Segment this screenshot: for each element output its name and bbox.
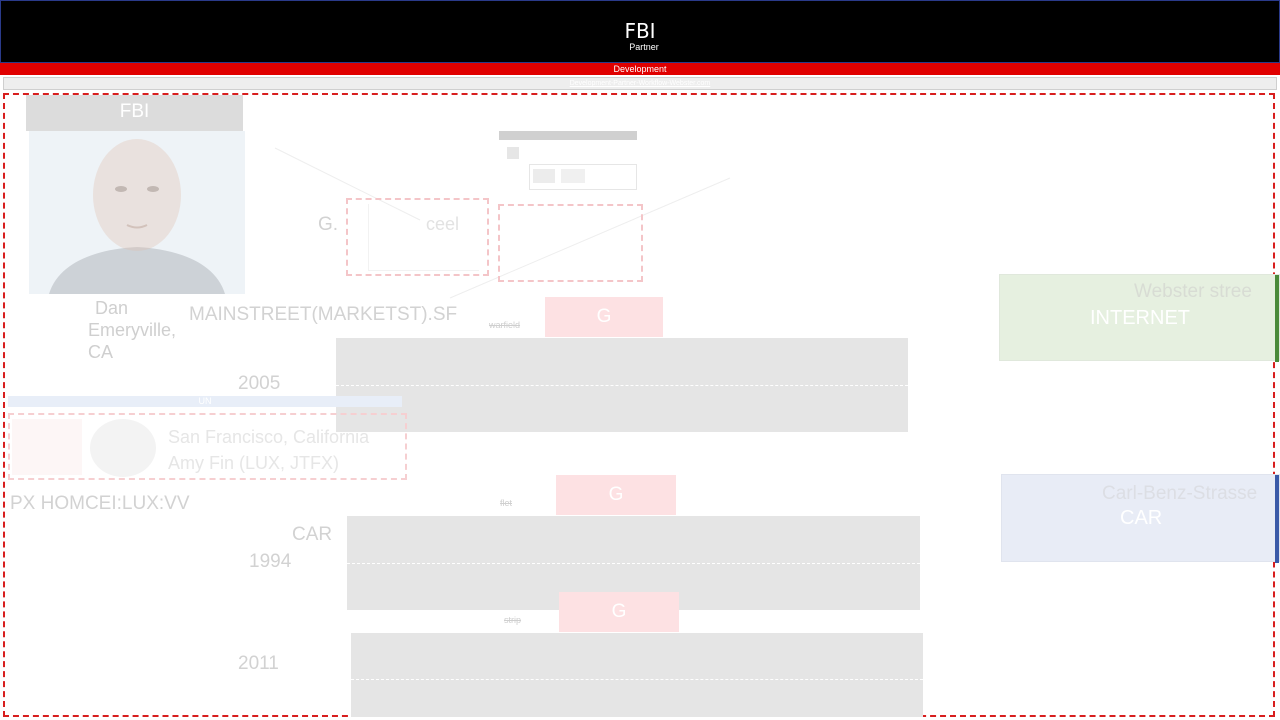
internet-card[interactable]: Webster stree INTERNET [999, 274, 1280, 362]
timeline-bar-3[interactable] [351, 633, 923, 717]
dashed-image-frame-right[interactable] [498, 204, 643, 282]
car-label: CAR [292, 524, 333, 545]
profile-header: FBI [26, 95, 243, 131]
profile-name: Dan [95, 298, 129, 318]
app-subtitle: Partner [629, 42, 659, 52]
dashed-image-frame-left[interactable]: ceel [346, 198, 489, 276]
app-title: FBI [624, 19, 656, 43]
development-banner: Development [0, 63, 1280, 75]
car-card[interactable]: Carl-Benz-Strasse CAR [1001, 474, 1280, 563]
screenshot-thumbnail[interactable] [499, 131, 637, 191]
year-1994-label: 1994 [249, 551, 292, 572]
profile-name-location: Dan Emeryville, CA [88, 297, 176, 363]
internet-label: INTERNET [1090, 307, 1190, 329]
sf-location: San Francisco, California [168, 427, 370, 447]
timeline-bar-1[interactable] [336, 338, 908, 432]
px-label: PX HOMCEI:LUX:VV [10, 493, 190, 514]
timeline-g-box-2[interactable]: G [556, 475, 676, 515]
ceel-label: ceel [426, 214, 460, 234]
flag-icon [12, 419, 82, 475]
workflow-link[interactable]: Development-Partner-Workflow-Webster.com [3, 77, 1277, 90]
profile-photo [29, 131, 245, 294]
seal-icon [90, 419, 156, 477]
un-bar: UN [8, 396, 402, 407]
car-card-accent [1275, 475, 1279, 563]
mainstreet-label: MAINSTREET(MARKETST).SF [189, 304, 458, 325]
profile-location: Emeryville, CA [88, 320, 177, 362]
connector-lines [274, 147, 731, 299]
timeline-tag-3: strip [504, 615, 522, 625]
sf-card[interactable]: San Francisco, California Amy Fin (LUX, … [8, 413, 407, 480]
year-2011-label: 2011 [238, 653, 279, 674]
internet-card-accent [1275, 275, 1279, 362]
car-card-label: CAR [1120, 507, 1163, 529]
webster-street-label: Webster stree [1134, 281, 1252, 302]
timeline-g-box-3[interactable]: G [559, 592, 679, 632]
app-header: FBI Partner [0, 0, 1280, 63]
timeline-tag-1: warfield [489, 320, 521, 330]
year-2005-label: 2005 [238, 373, 281, 394]
timeline-tag-2: flet [500, 498, 513, 508]
carl-benz-strasse-label: Carl-Benz-Strasse [1102, 483, 1258, 504]
sf-person: Amy Fin (LUX, JTFX) [168, 453, 340, 473]
g-label: G. [318, 214, 339, 235]
person-photo-icon [29, 131, 245, 294]
timeline-g-box-1[interactable]: G [545, 297, 663, 337]
